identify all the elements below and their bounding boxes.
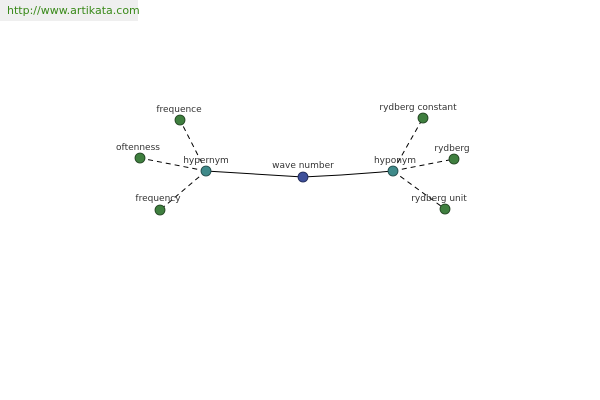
node-frequence[interactable] — [174, 114, 186, 126]
node-frequency[interactable] — [154, 204, 166, 216]
edge-hypernym-frequency — [159, 170, 207, 211]
label-hyponym: hyponym — [374, 156, 416, 166]
node-rydberg-unit[interactable] — [439, 203, 451, 215]
label-center: wave number — [272, 161, 334, 171]
node-rydberg[interactable] — [448, 153, 460, 165]
label-rydberg-unit: rydberg unit — [411, 194, 467, 204]
edge-hyponym-rydberg — [392, 158, 455, 172]
node-center[interactable] — [297, 171, 309, 183]
edge-center-hypernym — [205, 170, 304, 178]
label-frequence: frequence — [156, 105, 202, 115]
label-frequency: frequency — [135, 194, 181, 204]
edge-hypernym-oftenness — [139, 157, 207, 172]
node-oftenness[interactable] — [134, 152, 146, 164]
node-rydberg-constant[interactable] — [417, 112, 429, 124]
label-rydberg: rydberg — [434, 144, 469, 154]
edge-hypernym-frequence — [179, 119, 207, 172]
node-hyponym[interactable] — [387, 165, 399, 177]
label-rydberg-constant: rydberg constant — [379, 103, 457, 113]
edge-center-hyponym — [302, 170, 394, 178]
label-oftenness: oftenness — [116, 143, 160, 153]
node-hypernym[interactable] — [200, 165, 212, 177]
url-link[interactable]: http://www.artikata.com — [7, 4, 140, 17]
edge-hyponym-rydberg-unit — [392, 170, 446, 210]
label-hypernym: hypernym — [183, 156, 229, 166]
edge-hyponym-rydberg-constant — [392, 117, 424, 172]
url-banner: http://www.artikata.com — [0, 0, 140, 21]
